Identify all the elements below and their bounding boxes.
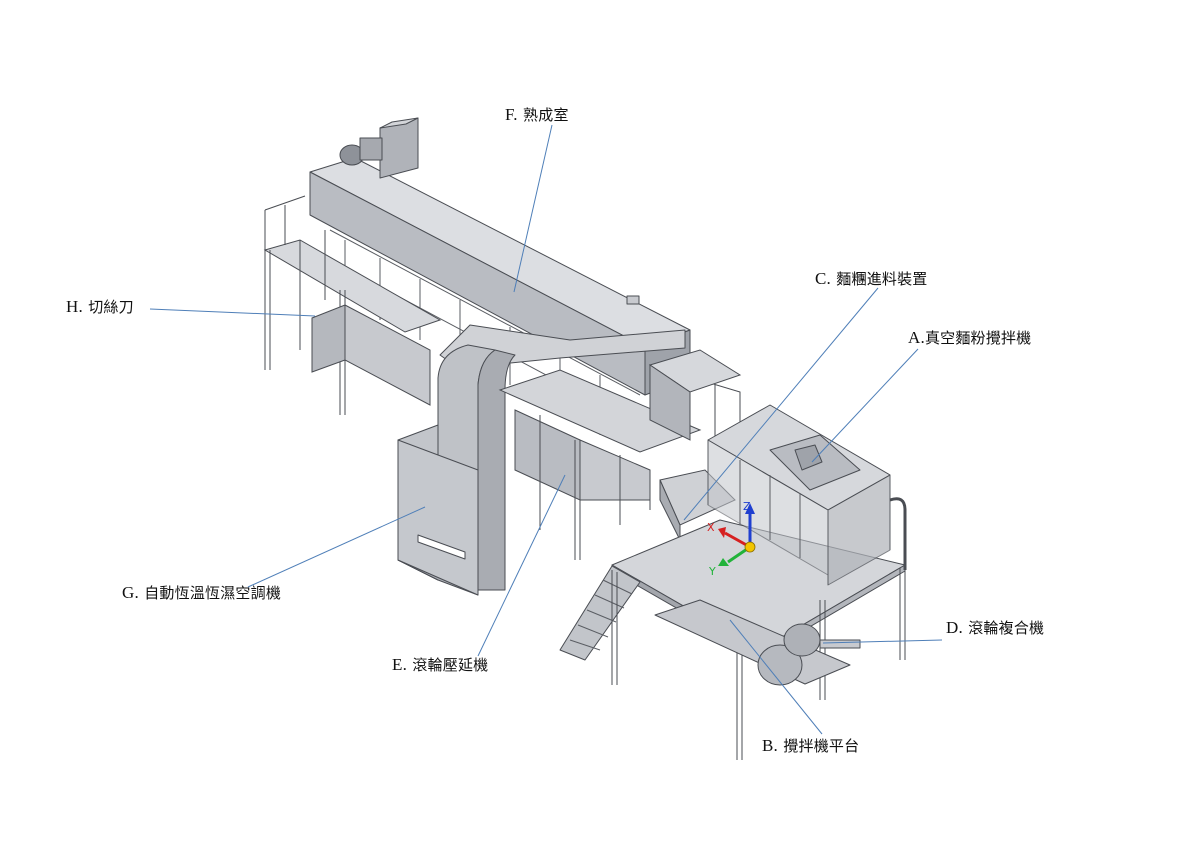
label-key: F.	[505, 105, 518, 124]
coordinate-axes: Z X Y	[707, 500, 756, 578]
axis-x-label: X	[707, 521, 715, 534]
label-key: B.	[762, 736, 778, 755]
label-aging-room: F. 熟成室	[505, 104, 569, 125]
label-vacuum-mixer: A.真空麵粉攪拌機	[908, 327, 1031, 348]
label-text: 滾輪複合機	[968, 619, 1045, 637]
vacuum-mixer	[707, 404, 907, 586]
label-text: 切絲刀	[88, 298, 134, 316]
label-roll-press: E. 滾輪壓延機	[392, 654, 488, 675]
axis-y-label: Y	[708, 565, 716, 578]
label-compound-roller: D. 滾輪複合機	[946, 617, 1044, 638]
leader-e	[477, 474, 566, 657]
leader-h	[149, 308, 316, 317]
label-key: H.	[66, 297, 83, 316]
leader-d	[822, 639, 943, 644]
label-air-conditioner: G. 自動恆溫恆濕空調機	[122, 582, 281, 603]
label-text: 真空麵粉攪拌機	[924, 329, 1032, 347]
label-mixer-platform: B. 攪拌機平台	[762, 735, 859, 756]
label-text: 滾輪壓延機	[412, 656, 489, 674]
leader-c	[683, 287, 879, 521]
leader-b	[729, 619, 823, 735]
label-dough-feeder: C. 麵糰進料裝置	[815, 268, 928, 289]
leader-g	[247, 506, 426, 588]
label-key: G.	[122, 583, 139, 602]
roll-press	[498, 349, 742, 560]
label-text: 麵糰進料裝置	[836, 270, 928, 288]
label-text: 自動恆溫恆濕空調機	[144, 584, 282, 602]
air-conditioner-duct	[397, 324, 686, 596]
label-key: D.	[946, 618, 963, 637]
leader-f	[513, 124, 553, 293]
label-text: 熟成室	[523, 106, 569, 124]
left-walkway	[263, 195, 442, 415]
label-key: E.	[392, 655, 408, 674]
label-key: A.	[908, 328, 925, 347]
label-cutter: H. 切絲刀	[66, 296, 134, 317]
leader-a	[811, 348, 919, 463]
leader-lines	[149, 124, 943, 735]
axis-z-label: Z	[743, 500, 751, 513]
label-text: 攪拌機平台	[783, 737, 860, 755]
label-key: C.	[815, 269, 831, 288]
